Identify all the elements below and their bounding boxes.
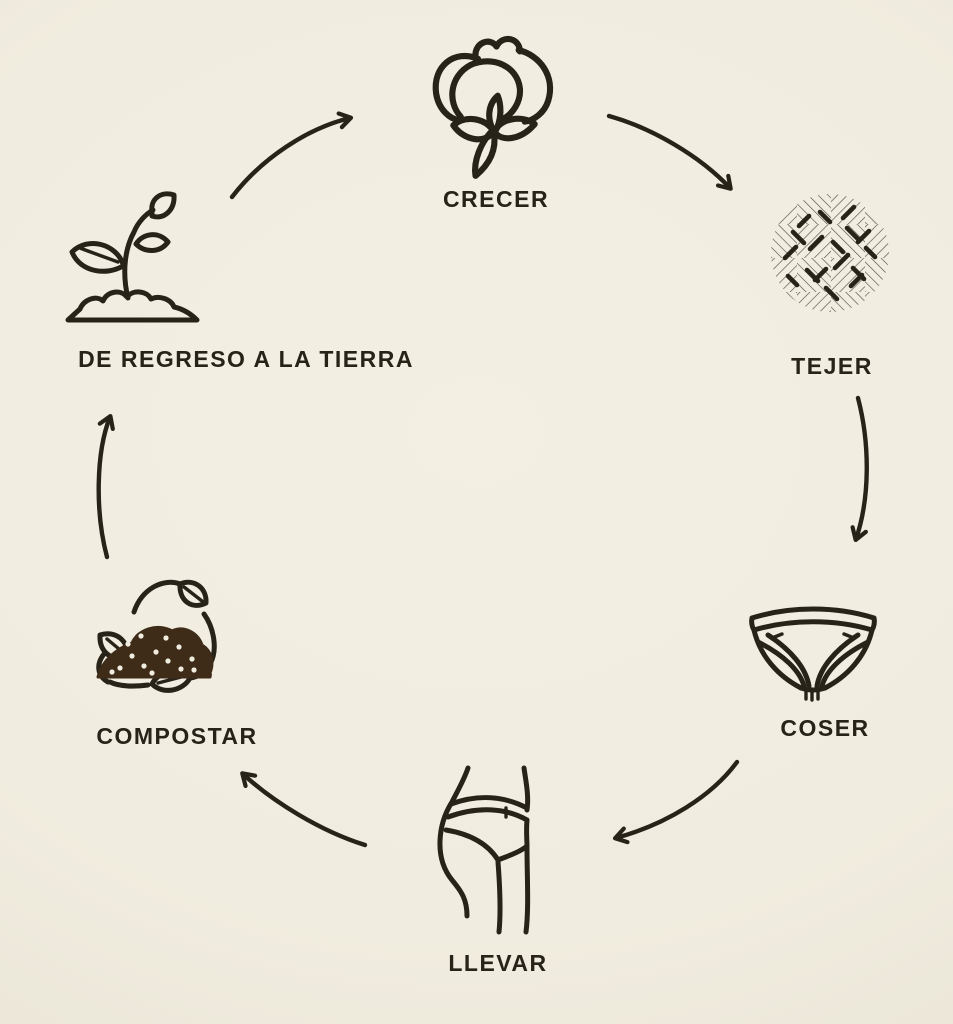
arrow-compostar-to-tierra: [96, 413, 115, 560]
node-label: COSER: [780, 715, 870, 741]
hips-wearing-underwear-icon: [437, 765, 531, 935]
woven-fabric-icon: [771, 194, 889, 312]
arrow-coser-to-llevar: [612, 759, 740, 845]
node-label: DE REGRESO A LA TIERRA: [78, 346, 414, 372]
node-label: LLEVAR: [448, 950, 548, 976]
compost-dots: [109, 633, 197, 676]
node-label: CRECER: [442, 186, 550, 212]
node-label: TEJER: [791, 353, 873, 379]
cotton-boll-icon: [432, 35, 553, 179]
arrow-tierra-to-crecer: [229, 111, 354, 200]
arrow-llevar-to-compostar: [240, 771, 368, 848]
underwear-icon: [749, 606, 877, 702]
weave-bold-dashes: [782, 204, 878, 302]
compost-pile-icon: [96, 579, 217, 693]
seedling-soil-icon: [65, 191, 200, 323]
arrow-crecer-to-tejer: [606, 113, 733, 191]
node-label: COMPOSTAR: [96, 723, 258, 749]
arrow-tejer-to-coser: [850, 395, 869, 543]
